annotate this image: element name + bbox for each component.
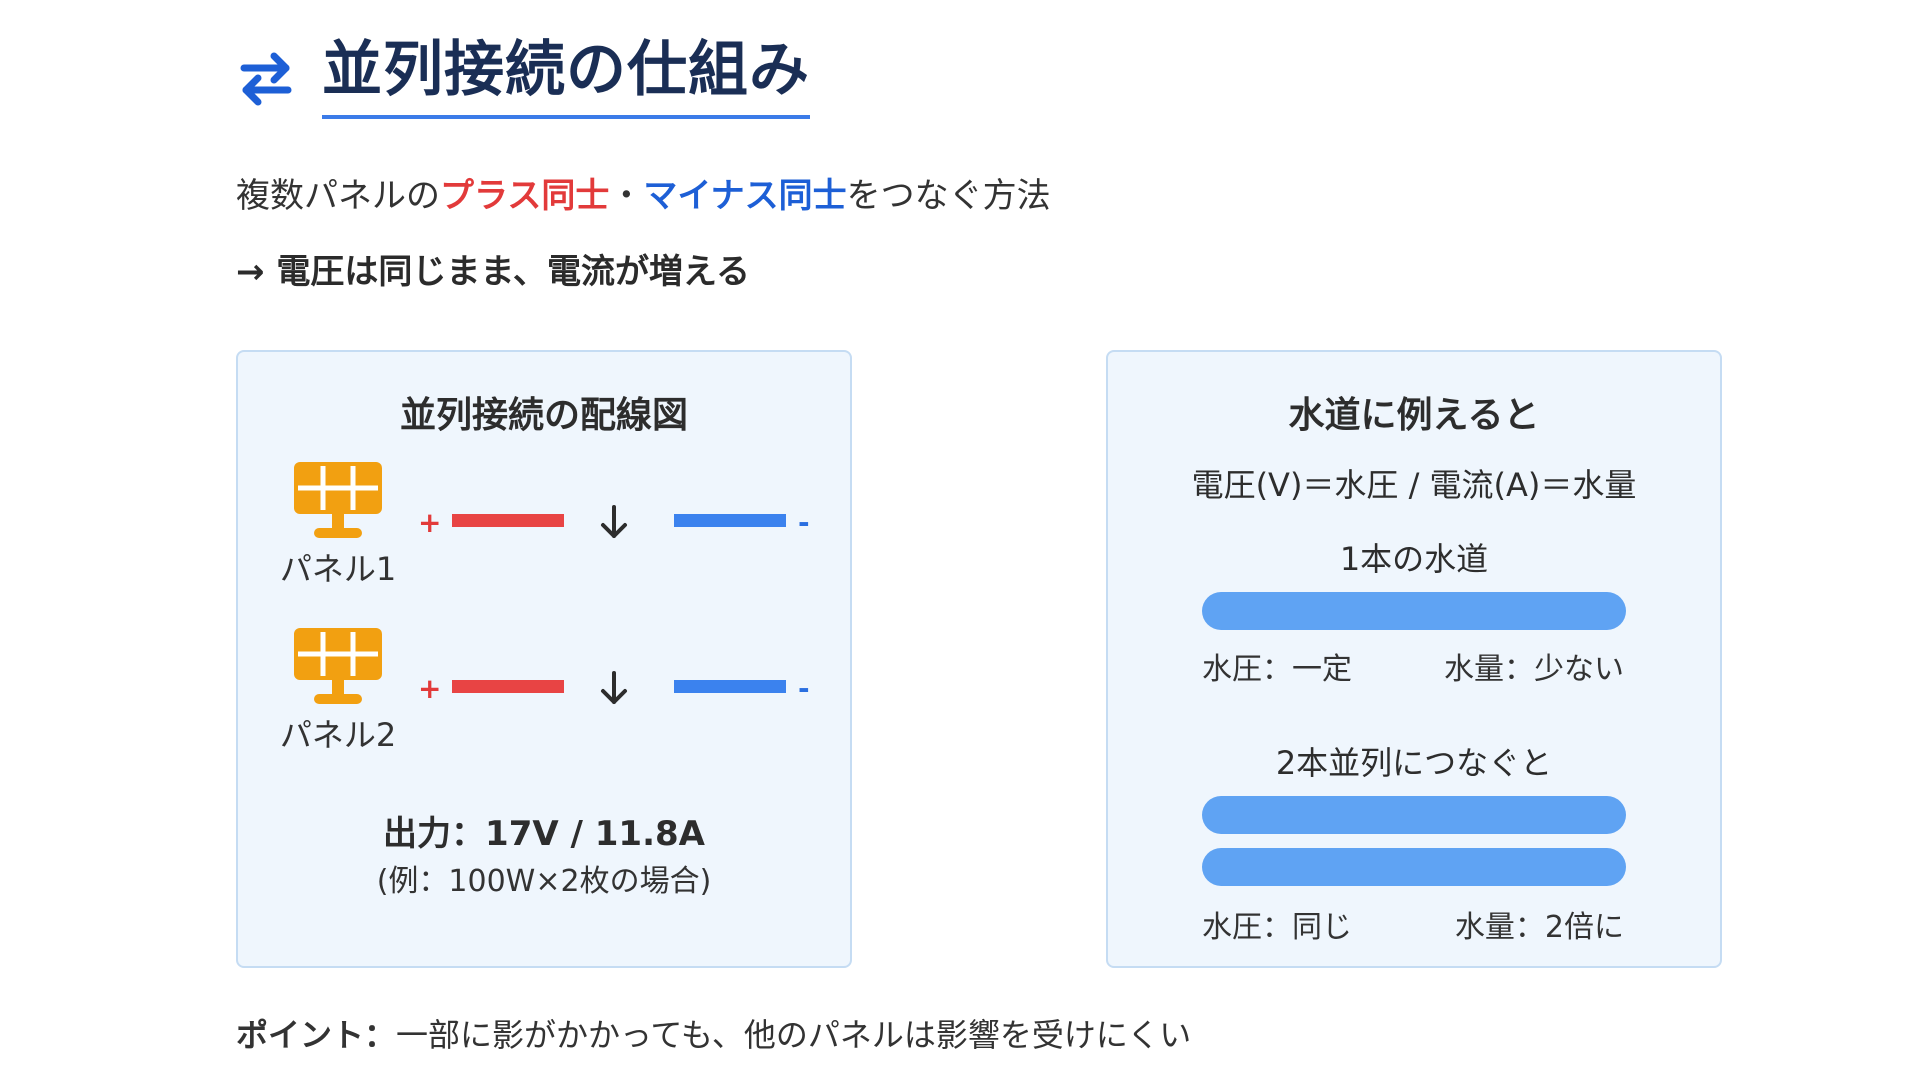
point-label: ポイント：	[236, 1016, 397, 1054]
intro-plus-text: プラス同士	[440, 176, 610, 216]
plus-wire-2	[452, 680, 564, 693]
single-volume: 水量：少ない	[1444, 652, 1624, 687]
title-row: 並列接続の仕組み	[236, 36, 810, 119]
wiring-diagram-card: 並列接続の配線図 パネル1 + - パネル2 +	[236, 350, 852, 968]
parallel-volume: 水量：2倍に	[1454, 910, 1624, 945]
solar-panel-icon	[294, 462, 382, 538]
panel-label-2: パネル2	[279, 716, 397, 754]
output-example: (例：100W×2枚の場合)	[376, 864, 712, 899]
intro-line: 複数パネルのプラス同士・マイナス同士をつなぐ方法	[236, 168, 1051, 217]
intro-suffix: をつなぐ方法	[846, 176, 1051, 216]
parallel-pressure: 水圧：同じ	[1202, 910, 1352, 945]
page-title: 並列接続の仕組み	[322, 36, 810, 119]
water-pipe	[1202, 848, 1626, 886]
result-line: → 電圧は同じまま、電流が増える	[236, 252, 750, 292]
point-note: ポイント：一部に影がかかっても、他のパネルは影響を受けにくい	[236, 1010, 1191, 1056]
minus-wire-2	[674, 680, 786, 693]
swap-arrows-icon	[240, 52, 292, 105]
water-card-title: 水道に例えると	[1288, 395, 1540, 436]
arrow-down-icon	[601, 505, 627, 538]
analogy-equation: 電圧(V)＝水圧 / 電流(A)＝水量	[1191, 466, 1637, 504]
wiring-card-title: 並列接続の配線図	[399, 395, 688, 436]
intro-separator: ・	[609, 176, 644, 216]
panel-label-1: パネル1	[279, 550, 397, 588]
intro-minus-text: マイナス同士	[643, 176, 847, 216]
plus-wire-1	[452, 514, 564, 527]
minus-terminal-2: -	[798, 672, 810, 705]
plus-terminal-2: +	[418, 672, 442, 705]
plus-terminal-1: +	[418, 506, 442, 539]
arrow-down-icon	[601, 671, 627, 704]
point-text: 一部に影がかかっても、他のパネルは影響を受けにくい	[396, 1016, 1192, 1054]
minus-wire-1	[674, 514, 786, 527]
water-pipe	[1202, 796, 1626, 834]
water-analogy-card: 水道に例えると 電圧(V)＝水圧 / 電流(A)＝水量 1本の水道 水圧：一定 …	[1106, 350, 1722, 968]
water-pipe	[1202, 592, 1626, 630]
minus-terminal-1: -	[798, 506, 810, 539]
solar-panel-icon	[294, 628, 382, 704]
single-pipe-label: 1本の水道	[1339, 540, 1489, 578]
single-pressure: 水圧：一定	[1202, 652, 1352, 687]
intro-prefix: 複数パネルの	[236, 176, 440, 216]
parallel-pipe-label: 2本並列につなぐと	[1275, 744, 1553, 782]
output-spec: 出力：17V / 11.8A	[383, 814, 705, 854]
